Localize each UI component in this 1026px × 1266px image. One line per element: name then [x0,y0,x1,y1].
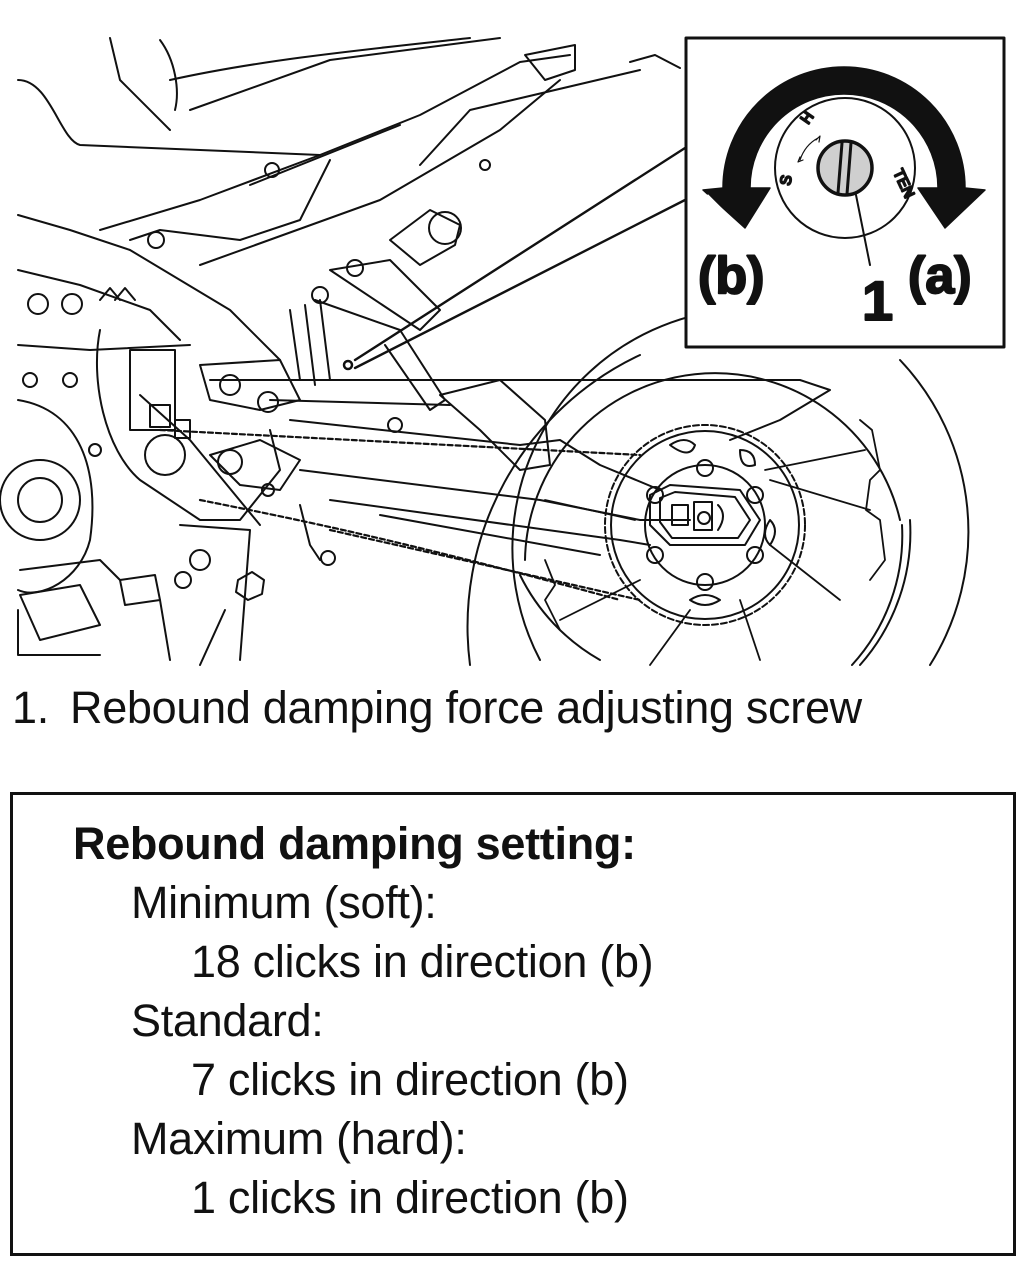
callout-number: 1 [862,269,893,332]
spec-value: 1 clicks in direction (b) [191,1172,629,1223]
spec-item-standard: Standard: 7 clicks in direction (b) [131,991,653,1109]
inset-pointer-lines [353,146,687,370]
engine-area [0,329,336,666]
spec-value: 18 clicks in direction (b) [191,936,654,987]
spec-item-minimum: Minimum (soft): 18 clicks in direction (… [131,873,654,991]
figure-caption: 1. Rebound damping force adjusting screw [12,680,862,736]
spec-label: Minimum (soft): [131,877,437,928]
inset-detail: H S TEN (b) 1 (a) [684,36,1006,349]
spec-value: 7 clicks in direction (b) [191,1054,629,1105]
direction-b-label: (b) [698,247,764,305]
caption-number: 1. [12,682,49,733]
spec-item-maximum: Maximum (hard): 1 clicks in direction (b… [131,1109,653,1227]
rear-shock [289,209,462,411]
adjusting-screw [816,139,874,197]
spec-label: Standard: [131,995,324,1046]
rear-frame [17,37,681,433]
spec-label: Maximum (hard): [131,1113,467,1164]
spec-title: Rebound damping setting: [73,818,636,869]
motorcycle-illustration: H S TEN (b) 1 (a) [0,36,1006,666]
dial-mark-soft: S [777,174,795,187]
rear-sprocket [604,424,806,626]
rear-rim [519,372,912,666]
swingarm [209,379,831,556]
spec-list: Minimum (soft): 18 clicks in direction (… [131,873,654,1227]
rotation-arrow-icon [702,66,986,229]
specification-box: Rebound damping setting: Minimum (soft):… [10,792,1016,1256]
drive-chain [158,428,642,602]
direction-a-label: (a) [908,247,972,305]
caption-text: Rebound damping force adjusting screw [70,682,862,733]
wheel-spokes [544,419,886,666]
